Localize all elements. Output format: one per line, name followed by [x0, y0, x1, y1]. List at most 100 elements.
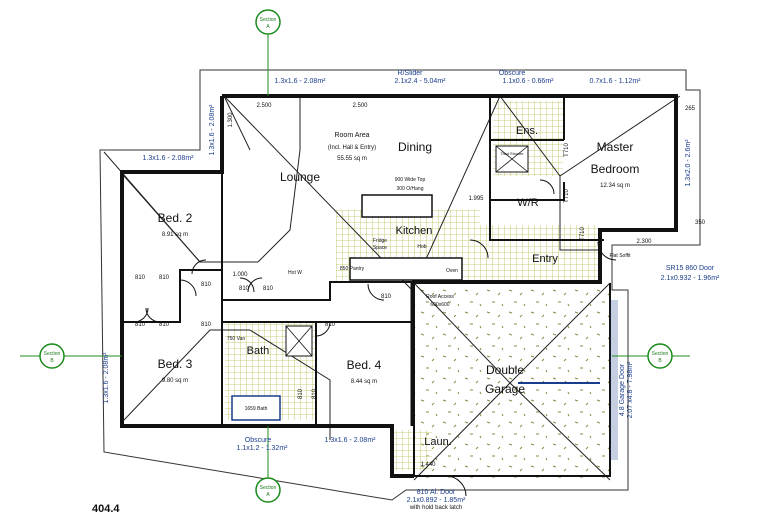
plan-label: 810 — [159, 322, 170, 328]
plan-label: Space — [373, 245, 387, 251]
caption-text: 404.4 — [92, 503, 120, 512]
plan-label: 810 — [263, 286, 274, 292]
room-area-subtitle: (Incl. Hall & Entry) — [328, 145, 376, 151]
plan-label: 810 — [239, 286, 250, 292]
roof-outline — [99, 69, 701, 501]
plan-label: Roof Access — [426, 294, 454, 300]
section-marker-bottom: Section A — [255, 426, 281, 503]
window-top-slider-size: 2.1x2.4 - 5.04m² — [395, 78, 447, 85]
section-marker-top: Section A — [255, 9, 281, 96]
laundry-tiles — [392, 430, 432, 470]
walls — [120, 94, 678, 478]
laundry-door-size: 2.1x0.892 - 1.85m² — [407, 497, 466, 504]
plan-label: 810 — [135, 275, 146, 281]
plan-label: 810 — [312, 388, 318, 399]
window-bottom-obscure-label: Obscure — [245, 437, 272, 444]
door-swings — [133, 179, 617, 497]
window-master: 1.3x2.0 - 2.6m² — [685, 139, 692, 187]
room-wir: W/R — [517, 197, 538, 209]
plan-label: 1.995 — [468, 196, 484, 202]
plan-label: 265 — [685, 106, 696, 112]
window-bed4: 1.3x1.6 - 2.08m² — [325, 437, 377, 444]
plan-label: 810 — [135, 322, 146, 328]
room-laundry: Laun. — [424, 436, 452, 448]
plan-label: 1.440 — [420, 462, 436, 468]
entry-tiles — [480, 225, 600, 283]
window-bed3: 1.3x1.6 - 2.08m² — [103, 352, 110, 404]
plan-label: Hob — [417, 244, 426, 250]
plan-label: 300 O/Hang — [397, 186, 424, 192]
plan-label: 1.000 — [232, 272, 248, 278]
window-bottom-obscure-size: 1.1x1.2 - 1.32m² — [237, 445, 289, 452]
plan-label: B — [50, 358, 54, 364]
room-area-title: Room Area — [334, 132, 369, 139]
room-bed4: Bed. 4 — [347, 358, 382, 372]
room-entry: Entry — [532, 253, 558, 265]
laundry-door-note: with hold back latch — [409, 505, 462, 511]
window-left-lounge: 1.3x1.6 - 2.08m² — [209, 104, 216, 156]
bath-tub — [231, 395, 281, 421]
plan-label: Tiled Shower — [500, 151, 524, 156]
plan-label: 2.500 — [256, 103, 272, 109]
plan-label: 810 — [159, 275, 170, 281]
room-bed3: Bed. 3 — [158, 357, 193, 371]
room-bed4-area: 8.44 sq m — [351, 379, 377, 385]
plan-label: 810 — [201, 282, 212, 288]
window-top-lounge: 1.3x1.6 - 2.08m² — [275, 78, 327, 85]
garage-door-line — [610, 300, 618, 460]
plan-label: Section — [260, 485, 277, 491]
plan-label: A — [266, 24, 270, 30]
plan-label: Flat Soffit — [609, 253, 631, 259]
plan-label: Section — [260, 17, 277, 23]
plan-label: 900 Wide Top — [395, 177, 426, 183]
window-top-obscure-size: 1.1x0.6 - 0.66m² — [503, 78, 555, 85]
room-ensuite: Ens. — [516, 125, 538, 137]
window-top-slider-label: R/Slider — [398, 70, 424, 77]
plan-label: 1.300 — [228, 112, 234, 128]
garage-door-size: 2.07 x4.8 - 7.98m² — [627, 361, 634, 418]
room-bed3-area: 9.80 sq m — [162, 378, 188, 384]
room-bed2-area: 8.91 sq m — [162, 232, 188, 238]
room-master-line1: Master — [597, 140, 634, 154]
window-bed2: 1.3x1.6 - 2.08m² — [143, 155, 195, 162]
room-lounge: Lounge — [280, 170, 320, 184]
room-bath: Bath — [247, 345, 270, 357]
plan-notes: 900 Wide Top 300 O/Hang Roof Access 600x… — [92, 143, 631, 512]
laundry-door-label: 810 Al. Door — [417, 489, 456, 496]
plan-label: 2.500 — [352, 103, 368, 109]
roof-hip-lines — [103, 95, 681, 481]
room-master-line2: Bedroom — [591, 162, 640, 176]
kitchen-bench — [349, 257, 463, 281]
plan-label: T710 — [580, 227, 586, 241]
plan-label: B — [658, 358, 662, 364]
room-kitchen: Kitchen — [396, 225, 433, 237]
kitchen-island — [361, 194, 433, 218]
plan-label: 350 — [695, 220, 706, 226]
room-garage-line1: Double — [486, 363, 524, 377]
plan-label: 810 — [325, 322, 336, 328]
entry-door-label: SR15 860 Door — [666, 265, 715, 272]
section-marker-left: Section B — [20, 343, 122, 369]
dimension-labels: 1.3x1.6 - 2.08m² R/Slider 2.1x2.4 - 5.04… — [103, 70, 720, 511]
room-labels: Room Area (Incl. Hall & Entry) 55.55 sq … — [158, 125, 640, 448]
room-garage-line2: Garage — [485, 382, 525, 396]
window-top-obscure-label: Obscure — [499, 70, 526, 77]
plan-label: Fridge — [373, 238, 387, 244]
garage-door-label: 4.8 Garage Door — [619, 363, 626, 416]
plan-label: 810 — [298, 388, 304, 399]
window-top-master: 0.7x1.6 - 1.12m² — [590, 78, 642, 85]
plan-label: Oven — [446, 268, 458, 274]
plan-label: 810 — [381, 294, 392, 300]
plan-label: 850 Pantry — [340, 266, 365, 272]
plan-label: Section — [652, 351, 669, 357]
plan-label: Hot W — [288, 270, 302, 276]
plan-label: 2.300 — [636, 239, 652, 245]
plan-label: 1659 Bath — [245, 406, 268, 412]
plan-label: A — [266, 492, 270, 498]
entry-door-size: 2.1x0.932 - 1.96m² — [661, 275, 720, 282]
room-area-size: 55.55 sq m — [337, 156, 367, 162]
section-marker-right: Section B — [612, 343, 690, 369]
plan-label: Section — [44, 351, 61, 357]
room-master-area: 12.34 sq m — [600, 183, 630, 189]
